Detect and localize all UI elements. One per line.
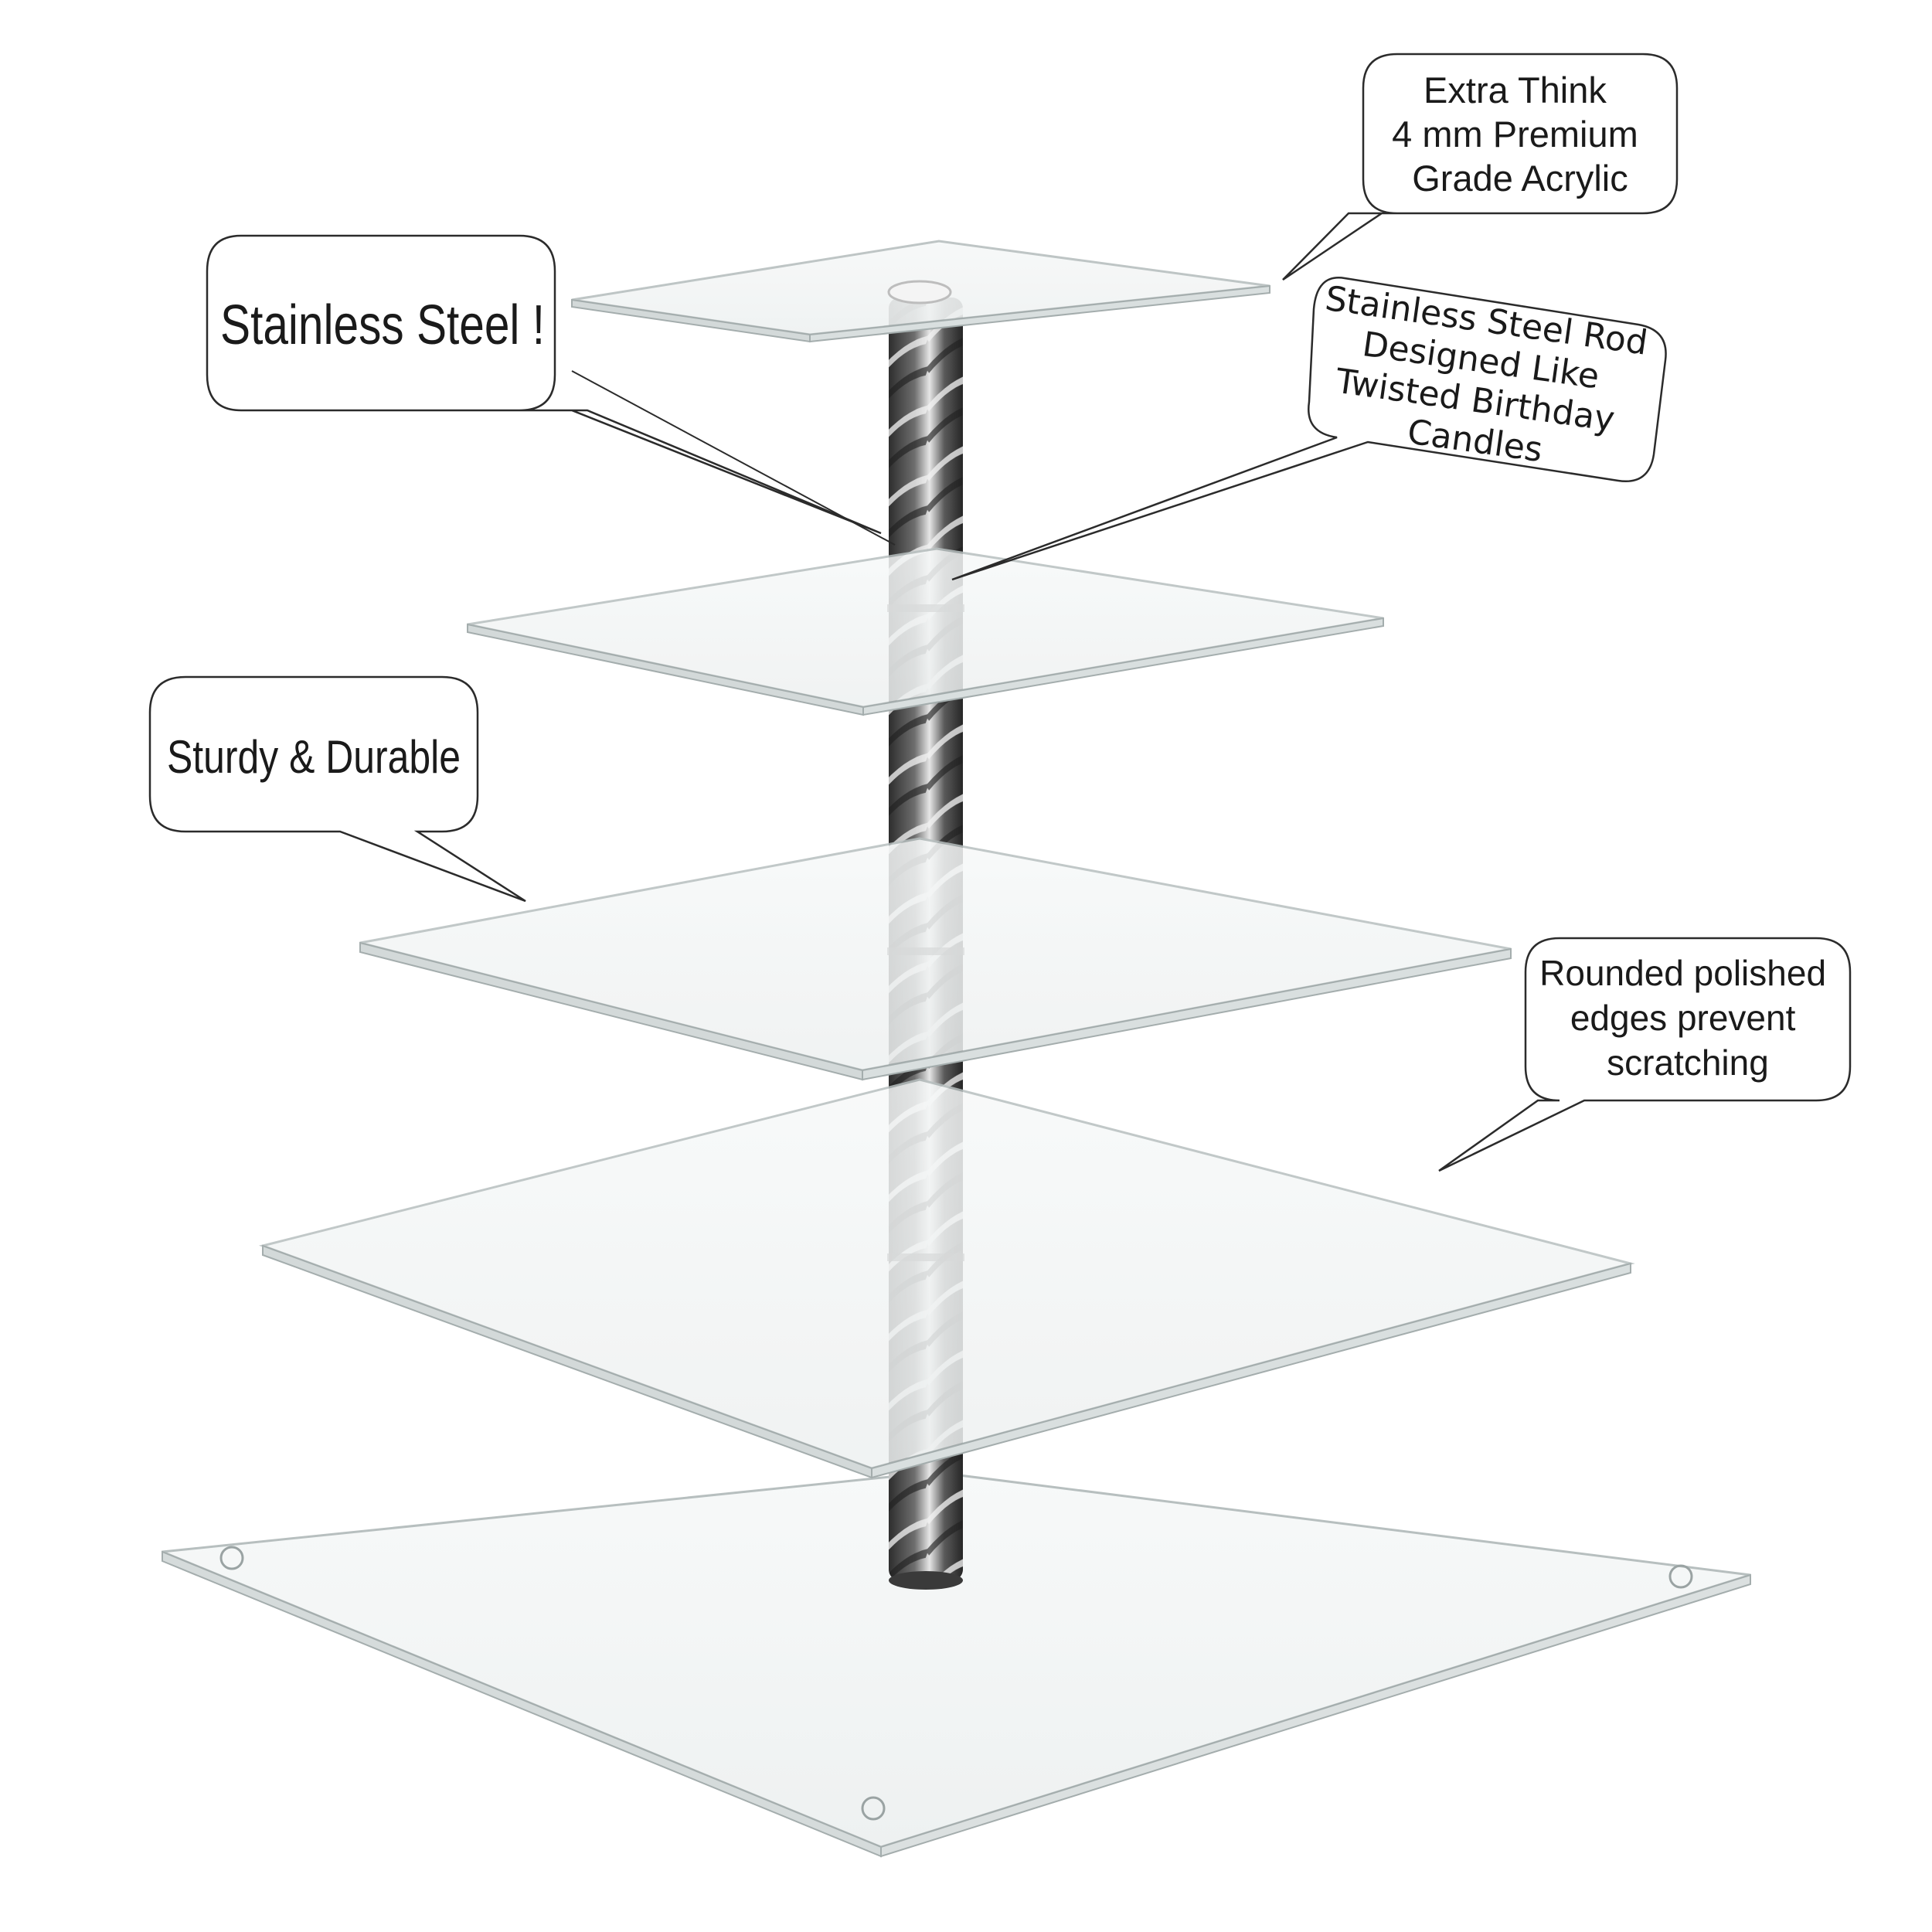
tier-4 — [258, 1078, 1635, 1479]
base-screw-left — [219, 1546, 244, 1570]
svg-text:Stainless Steel !: Stainless Steel ! — [220, 294, 545, 356]
top-tier — [571, 240, 1270, 343]
svg-text:Extra Think 4 mm Premium: Extra Think 4 mm Premium Grade Acrylic — [1392, 70, 1648, 199]
svg-text:Rounded polished edges p: Rounded polished edges prevent scratchin… — [1539, 953, 1836, 1083]
callout-sturdy-text: Sturdy & Durable — [167, 731, 461, 783]
callout-rounded: Rounded polished edges prevent scratchin… — [1438, 937, 1852, 1172]
base-screw-right — [1668, 1564, 1693, 1589]
callout-rounded-line1: Rounded polished — [1539, 953, 1826, 993]
base-tier — [162, 1471, 1751, 1858]
tier-3 — [359, 837, 1512, 1081]
callout-extra-think-line2: 4 mm Premium — [1392, 114, 1638, 155]
callout-extra-think-line1: Extra Think — [1423, 70, 1607, 111]
callout-rod: Stainless Steel Rod Designed Like Twiste… — [951, 277, 1667, 581]
tier-2 — [467, 547, 1384, 716]
svg-text:Sturdy & Durable: Sturdy & Durable — [167, 731, 461, 783]
callout-stainless-steel: Stainless Steel ! — [206, 234, 896, 546]
callout-sturdy: Sturdy & Durable — [148, 675, 526, 903]
callout-rounded-line2: edges prevent — [1570, 998, 1796, 1038]
callout-rounded-line3: scratching — [1607, 1043, 1769, 1083]
base-screw-bottom — [861, 1796, 886, 1821]
callout-extra-think: Extra Think 4 mm Premium Grade Acrylic — [1282, 53, 1679, 281]
callout-stainless-steel-text: Stainless Steel ! — [220, 294, 545, 356]
callout-extra-think-line3: Grade Acrylic — [1412, 158, 1628, 199]
